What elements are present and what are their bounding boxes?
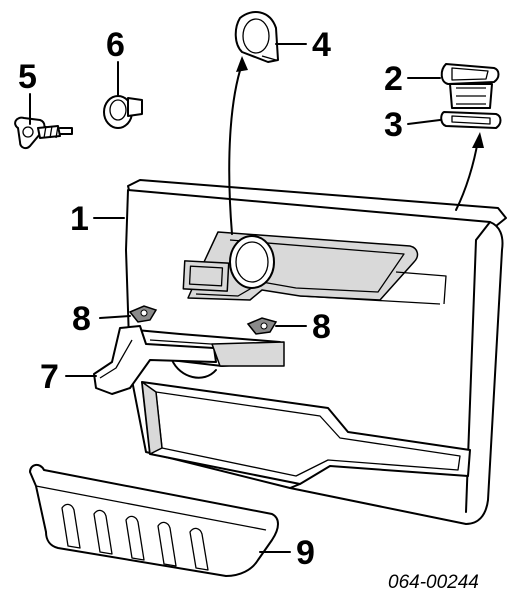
push-pin-fastener <box>103 95 143 129</box>
retainer-clip-right <box>246 317 278 335</box>
lower-kick-panel <box>29 464 279 577</box>
leader-lines <box>29 43 484 553</box>
speaker-grille <box>234 11 279 63</box>
armrest-handle <box>93 325 285 395</box>
screw-clip <box>14 116 73 150</box>
callout-6: 6 <box>106 26 125 64</box>
callout-5: 5 <box>18 58 37 96</box>
callout-2: 2 <box>384 60 403 98</box>
callout-4: 4 <box>312 26 331 64</box>
diagram-part-number: 064-00244 <box>388 572 479 593</box>
switch-bezel <box>440 63 500 109</box>
callout-8-right: 8 <box>312 308 331 346</box>
retainer-clip-left <box>128 305 158 323</box>
callout-7: 7 <box>40 358 59 396</box>
callout-1: 1 <box>70 200 89 238</box>
callout-3: 3 <box>384 106 403 144</box>
switch-bezel-seal <box>440 111 502 129</box>
door-trim-panel <box>125 179 507 525</box>
callout-8-left: 8 <box>72 300 91 338</box>
callout-9: 9 <box>296 534 315 572</box>
